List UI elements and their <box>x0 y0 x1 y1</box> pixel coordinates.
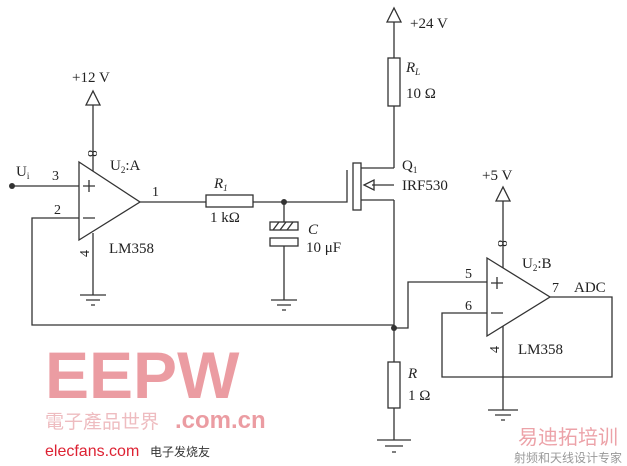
opamp_a-pins-in_plus-label: 3 <box>52 169 59 184</box>
watermark-elecfans-logo: elecfans.com <box>45 443 139 460</box>
wire <box>491 277 503 314</box>
opamp_b-name-label: U <box>522 256 533 272</box>
r-name-label: R <box>407 366 417 382</box>
opamp-u2a: +12 V 3 2 1 8 4 U2:A LM358 <box>52 70 159 306</box>
opamp_b-sub-label: 2 <box>533 263 538 273</box>
text: RL <box>405 60 420 77</box>
rl-sub-label: L <box>414 67 420 77</box>
opamp_b-suffix-label: :B <box>537 256 551 272</box>
wire <box>78 160 142 242</box>
watermark-elecfans: elecfans.com 电子发烧友 易迪拓培训 射频和天线设计专家 <box>45 425 622 465</box>
rl-name-label: R <box>405 60 415 76</box>
r1-name-label: R <box>213 176 223 192</box>
watermark-eepw-domain: .com.cn <box>175 407 266 434</box>
resistor-rl <box>387 57 401 107</box>
ground-icon <box>271 299 297 311</box>
wire <box>362 178 375 192</box>
watermark-eepw: EEPW 電子產品世界 .com.cn <box>45 338 266 434</box>
ground-icon <box>488 409 518 421</box>
opamp_a-pins-vcc-label: 8 <box>84 150 99 157</box>
wire <box>140 170 348 203</box>
text: U2:B <box>522 256 552 273</box>
opamp_a-pins-out-label: 1 <box>152 185 159 200</box>
opamp_a-part-label: LM358 <box>109 241 154 257</box>
watermark-eepw-logo: EEPW <box>45 338 240 412</box>
c-name-label: C <box>308 222 319 238</box>
wire <box>441 296 613 378</box>
watermark-elecfans-cn: 电子发烧友 <box>150 444 210 459</box>
text: U2:A <box>110 158 141 175</box>
resistor-r <box>387 361 401 409</box>
opamp-u2b: +5 V 5 6 7 8 4 U2:B LM358 <box>465 168 563 421</box>
r-value-label: 1 Ω <box>408 388 430 404</box>
r1-value-label: 1 kΩ <box>210 210 240 226</box>
capacitor-c: C 10 μF <box>269 202 341 311</box>
opamp_a-pins-gnd-label: 4 <box>78 250 93 257</box>
rect <box>269 221 299 231</box>
q1-part-label: IRF530 <box>402 178 448 194</box>
ground-icon <box>80 294 106 306</box>
opamp_b-pins-vcc-label: 8 <box>494 240 509 247</box>
supply-arrow-5v <box>494 185 512 202</box>
supplies-v5-label: +5 V <box>482 168 512 184</box>
opamp_b-pins-gnd-label: 4 <box>488 346 503 353</box>
opamp_b-pins-in_plus-label: 5 <box>465 267 472 282</box>
rl-value-label: 10 Ω <box>406 86 436 102</box>
watermark-edatop: 易迪拓培训 <box>518 425 618 449</box>
q1-name-label: Q <box>402 158 413 174</box>
wire <box>486 256 552 338</box>
input-label-label: U <box>16 164 27 180</box>
wire <box>394 281 487 329</box>
opamp_a-sub-label: 2 <box>121 165 126 175</box>
wire <box>272 221 294 231</box>
text: R1 <box>213 176 228 193</box>
opamp_a-pins-in_minus-label: 2 <box>54 203 61 218</box>
q1-sub-label: 1 <box>413 165 418 175</box>
rect <box>352 162 362 211</box>
r1-sub-label: 1 <box>223 183 228 193</box>
mosfet-q1: Q1 IRF530 <box>352 158 448 211</box>
text: Q1 <box>402 158 417 175</box>
supplies-v12-label: +12 V <box>72 70 110 86</box>
supply-arrow-24v <box>385 6 403 23</box>
opamp_a-suffix-label: :A <box>125 158 140 174</box>
opamp_b-pins-in_minus-label: 6 <box>465 299 472 314</box>
input-label: Ui <box>16 164 30 181</box>
c-value-label: 10 μF <box>306 240 341 256</box>
input-sub-label: i <box>27 171 30 181</box>
opamp_a-name-label: U <box>110 158 121 174</box>
rect <box>269 237 299 247</box>
supply-arrow-12v <box>84 89 102 106</box>
wire <box>83 180 95 219</box>
watermark-edatop-sub: 射频和天线设计专家 <box>514 450 622 465</box>
adc-label: ADC <box>574 280 606 296</box>
wire <box>31 217 394 326</box>
watermark-eepw-cn: 電子產品世界 <box>45 411 159 433</box>
resistor-r1 <box>205 194 254 208</box>
wire <box>361 167 394 201</box>
supplies-v24-label: +24 V <box>410 16 448 32</box>
opamp_b-part-label: LM358 <box>518 342 563 358</box>
opamp_b-pins-out-label: 7 <box>552 281 559 296</box>
ground-icon <box>377 439 411 453</box>
